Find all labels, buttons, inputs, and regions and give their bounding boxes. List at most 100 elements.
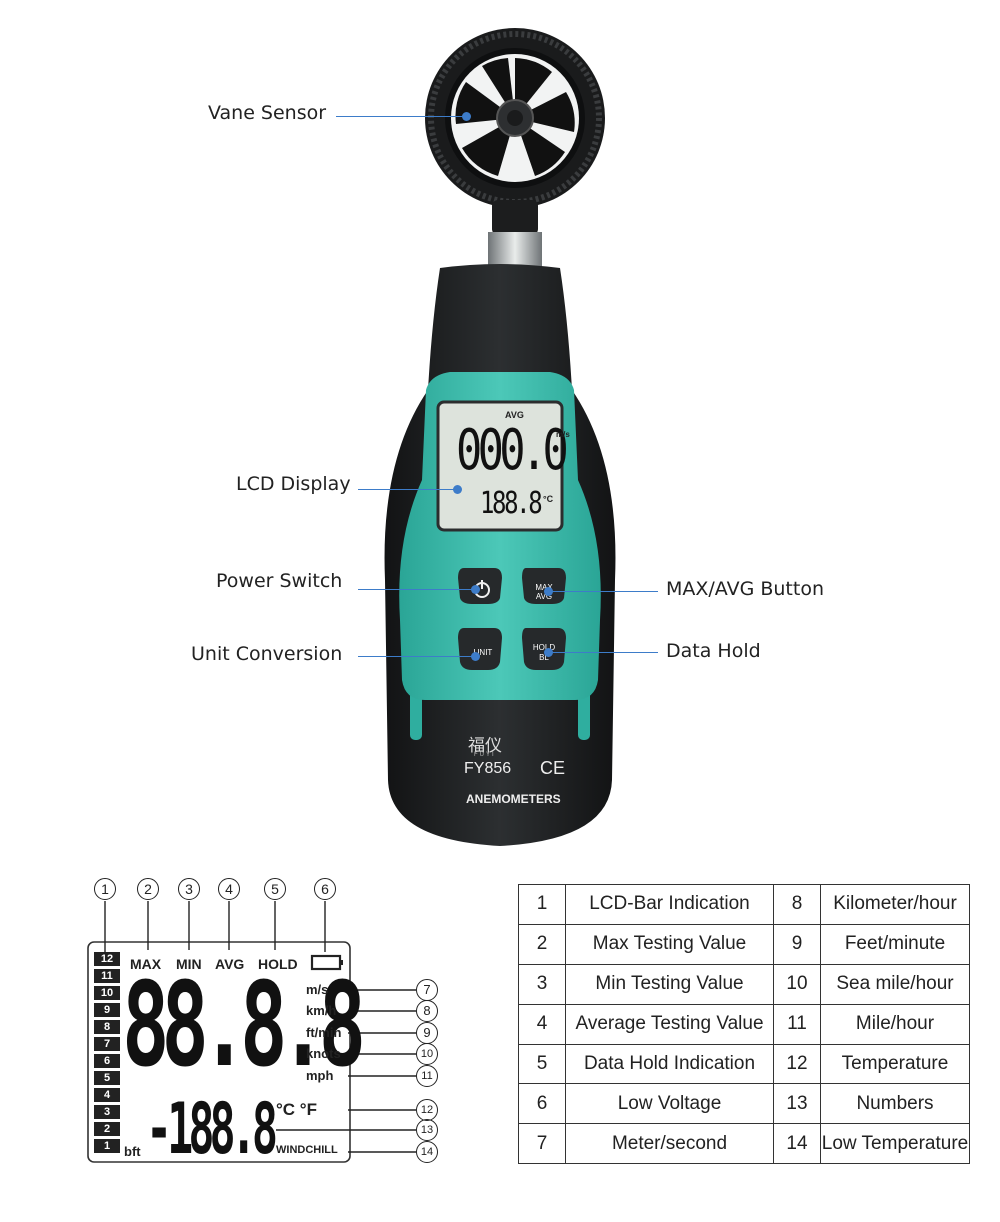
schematic-sub-digits: -188.8 (146, 1088, 278, 1170)
hold-label: HOLD (532, 643, 556, 652)
avg-label: AVG (535, 592, 553, 601)
unit-knots: knots (306, 1046, 341, 1061)
bar-3: 3 (94, 1105, 120, 1119)
legend-number: 10 (773, 963, 821, 1005)
legend-number: 1 (518, 884, 566, 925)
legend-description: Low Voltage (565, 1083, 774, 1125)
unit-button-label: UNIT (473, 648, 493, 657)
bl-label: BL (539, 653, 549, 662)
marker-1: 1 (94, 878, 116, 900)
bar-8: 8 (94, 1020, 120, 1034)
legend-description: Mile/hour (820, 1003, 970, 1045)
legend-number: 12 (773, 1043, 821, 1085)
bar-11: 11 (94, 969, 120, 983)
label-windchill: WINDCHILL (276, 1144, 338, 1156)
legend-description: Numbers (820, 1083, 970, 1125)
legend-description: Meter/second (565, 1123, 774, 1165)
leader-dot-lcd (453, 485, 462, 494)
leader-data-hold (548, 652, 658, 653)
leader-max-avg (548, 591, 658, 592)
marker-5: 5 (264, 878, 286, 900)
product-name: ANEMOMETERS (466, 792, 561, 806)
max-avg-button-label: MAX AVG (527, 583, 561, 601)
unit-ftmin: ft/min (306, 1025, 342, 1040)
leader-dot-power (471, 585, 480, 594)
marker-14: 14 (416, 1141, 438, 1163)
legend-description: Data Hold Indication (565, 1043, 774, 1085)
schematic-leaders (104, 901, 416, 1153)
legend-description: Sea mile/hour (820, 963, 970, 1005)
legend-number: 13 (773, 1083, 821, 1125)
legend-number: 11 (773, 1003, 821, 1045)
unit-ms: m/s (306, 982, 329, 997)
label-avg: AVG (215, 956, 245, 972)
label-hold: HOLD (258, 956, 298, 972)
lcd-sub-unit: °C (543, 494, 554, 504)
lcd-main-unit: m/s (556, 430, 570, 439)
ce-mark: CE (540, 758, 566, 778)
leader-dot-max (544, 587, 553, 596)
marker-4: 4 (218, 878, 240, 900)
vane-sensor (425, 28, 605, 208)
bar-6: 6 (94, 1054, 120, 1068)
max-avg-button[interactable] (522, 568, 566, 604)
leader-unit-conversion (358, 656, 474, 657)
marker-13: 13 (416, 1119, 438, 1141)
brand-chinese: 福仪 (468, 736, 502, 756)
legend-description: Low Temperature (820, 1123, 970, 1165)
power-button[interactable] (458, 568, 502, 604)
bar-indicator-column: 12 11 10 9 8 7 6 5 4 3 2 1 (94, 952, 120, 1153)
legend-description: Min Testing Value (565, 963, 774, 1005)
unit-mph: mph (306, 1068, 334, 1083)
marker-3: 3 (178, 878, 200, 900)
marker-10: 10 (416, 1043, 438, 1065)
label-bft: bft (124, 1144, 141, 1159)
leader-dot-vane (462, 112, 471, 121)
callout-max-avg-button: MAX/AVG Button (666, 578, 824, 600)
legend-description: Average Testing Value (565, 1003, 774, 1045)
unit-temperature: °C °F (276, 1100, 317, 1119)
leader-dot-hold (544, 648, 553, 657)
marker-12: 12 (416, 1099, 438, 1121)
marker-8: 8 (416, 1000, 438, 1022)
callout-data-hold: Data Hold (666, 640, 761, 662)
callout-unit-conversion: Unit Conversion (191, 643, 343, 665)
marker-7: 7 (416, 979, 438, 1001)
marker-6: 6 (314, 878, 336, 900)
schematic-frame (87, 941, 351, 1163)
legend-description: Kilometer/hour (820, 884, 970, 925)
legend-number: 7 (518, 1123, 566, 1165)
lcd-segment-schematic: 1 2 3 4 5 6 MAX MIN AVG HOLD 12 (86, 876, 446, 1176)
leader-power-switch (358, 589, 474, 590)
unit-kmh: km/h (306, 1003, 337, 1018)
legend-number: 14 (773, 1123, 821, 1165)
bar-1: 1 (94, 1139, 120, 1153)
anemometer-device (384, 28, 616, 846)
legend-description: Max Testing Value (565, 923, 774, 965)
leader-lcd-display (358, 489, 458, 490)
schematic-main-digits: 88.8.8 (122, 958, 366, 1093)
bar-2: 2 (94, 1122, 120, 1136)
marker-9: 9 (416, 1022, 438, 1044)
leader-dot-unit (471, 652, 480, 661)
label-max: MAX (130, 956, 162, 972)
marker-11: 11 (416, 1065, 438, 1087)
bar-10: 10 (94, 986, 120, 1000)
legend-number: 6 (518, 1083, 566, 1125)
lcd-sub-reading: 188.8 (480, 486, 543, 521)
max-label: MAX (535, 583, 553, 592)
bar-9: 9 (94, 1003, 120, 1017)
legend-description: LCD-Bar Indication (565, 884, 774, 925)
unit-button[interactable] (458, 628, 502, 670)
brand-english: FUYI (474, 752, 496, 758)
bar-5: 5 (94, 1071, 120, 1085)
lcd-main-reading: 000.0 (456, 418, 569, 483)
legend-number: 2 (518, 923, 566, 965)
callout-vane-sensor: Vane Sensor (208, 102, 327, 124)
